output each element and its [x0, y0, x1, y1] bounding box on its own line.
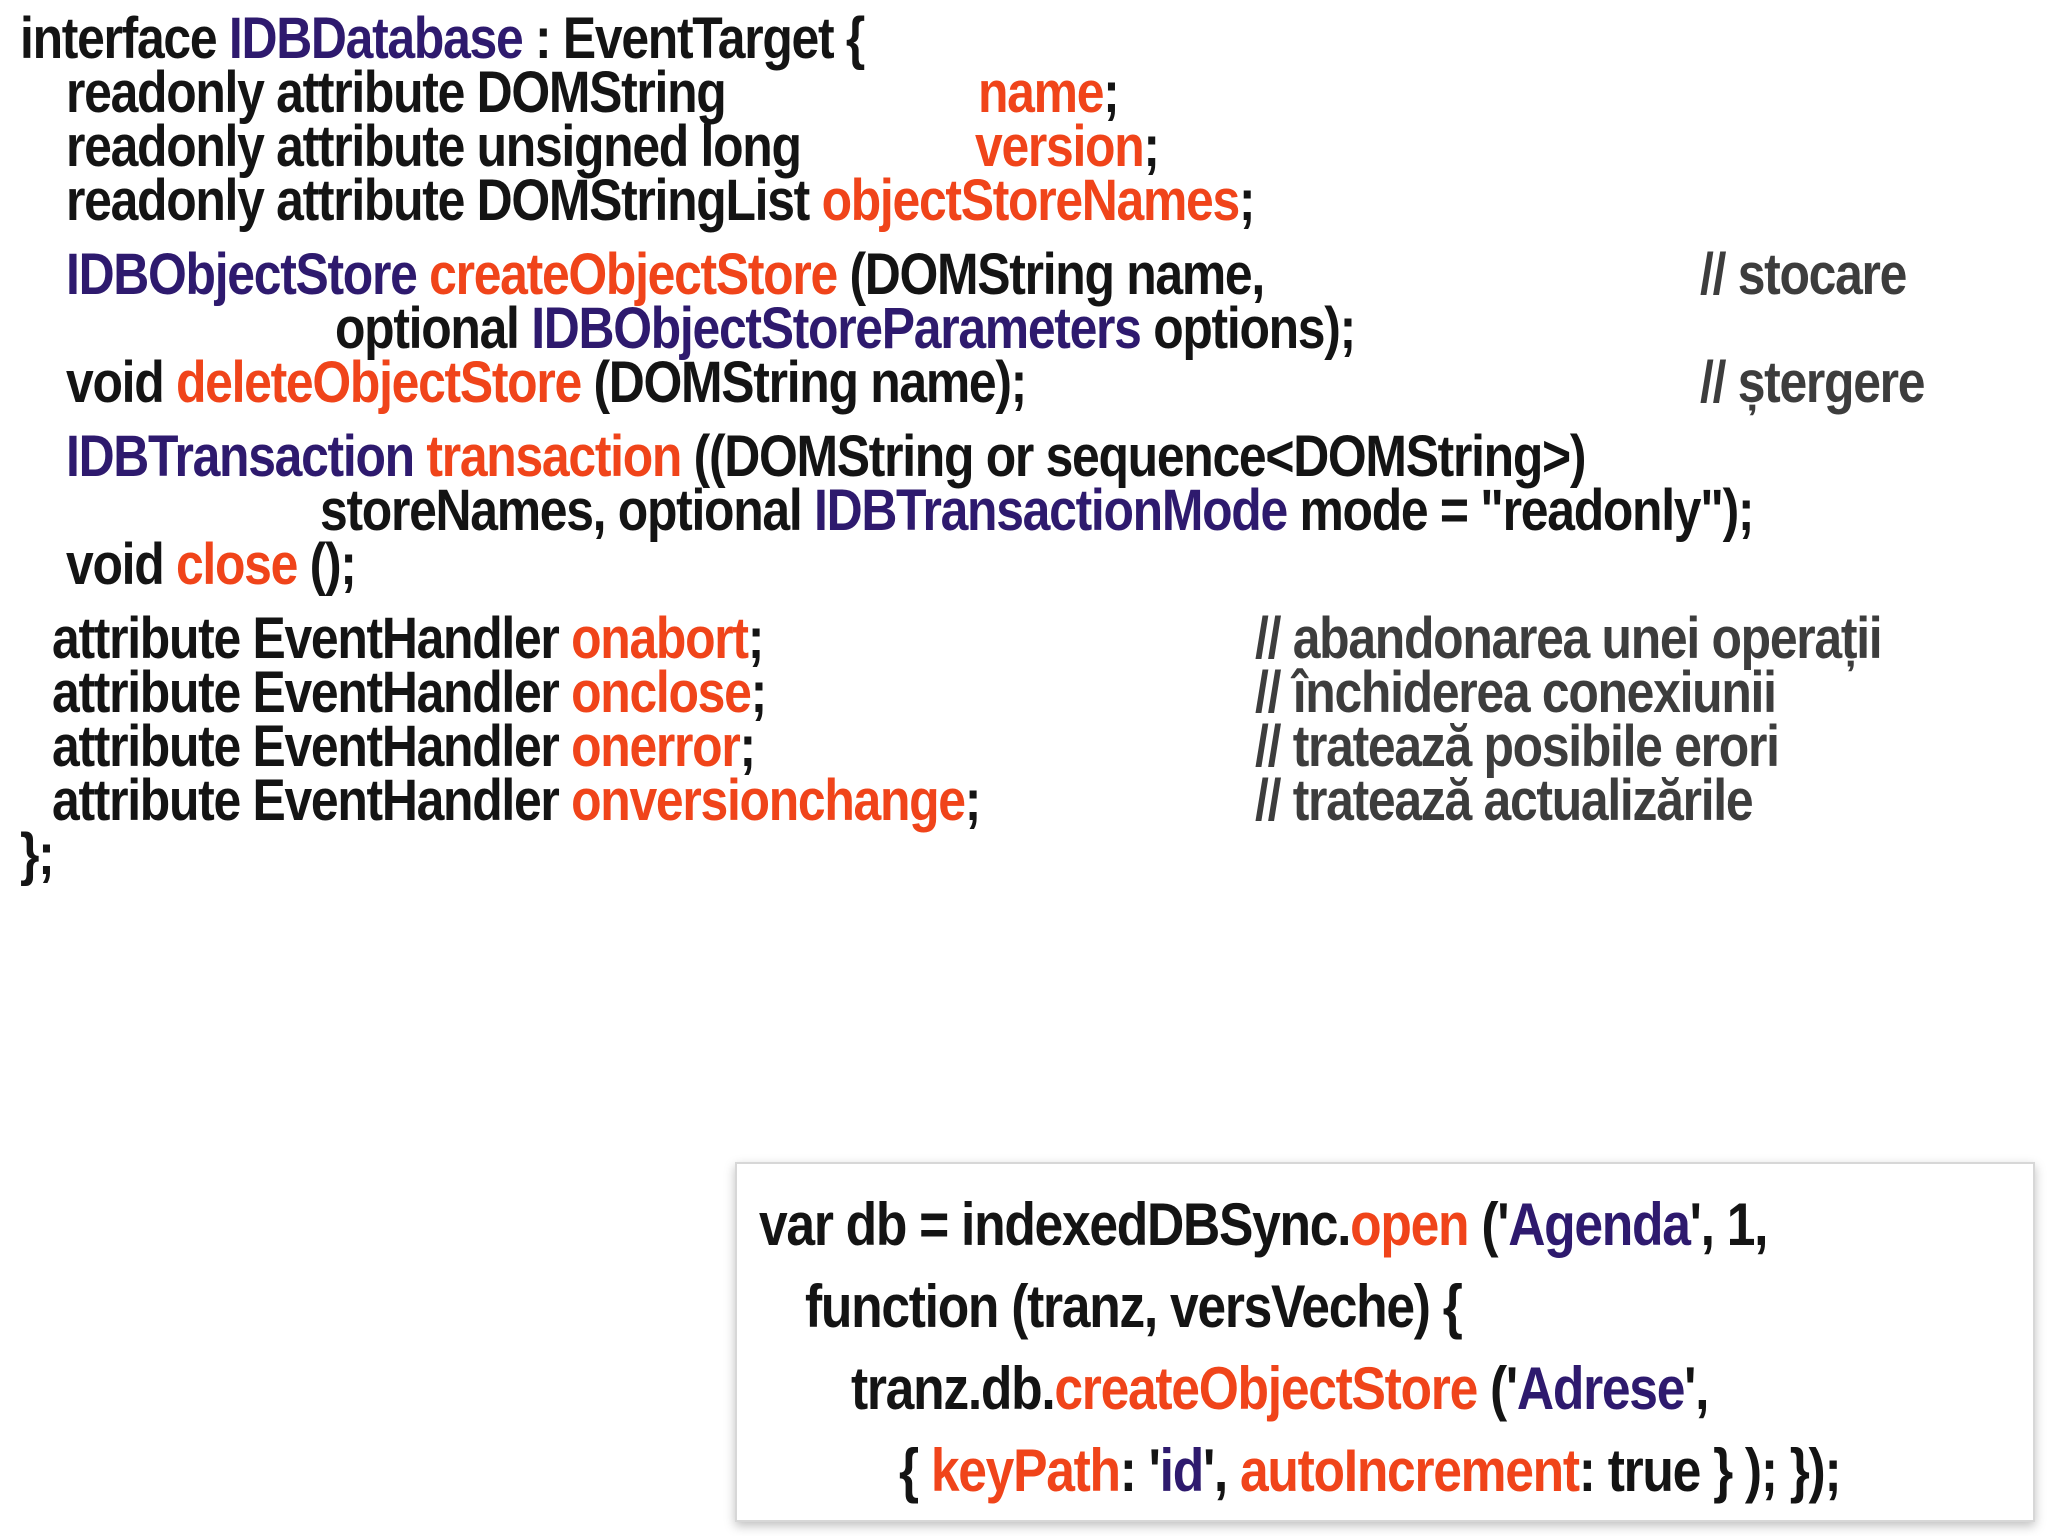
method-name: createObjectStore — [1054, 1355, 1478, 1422]
code-line: attribute EventHandler onversionchange; — [52, 766, 982, 836]
type-name: IDBObjectStoreParameters — [531, 296, 1142, 361]
idl-interface-listing: interface IDBDatabase : EventTarget { re… — [20, 4, 1926, 890]
code-line: readonly attribute unsigned long — [66, 112, 802, 182]
code-text: (' — [1476, 1355, 1518, 1422]
punctuation: ; — [1103, 60, 1120, 125]
member-name: onabort — [571, 606, 749, 671]
keyword: optional — [335, 296, 520, 361]
code-text: (' — [1468, 1191, 1509, 1258]
code-text: mode = "readonly"); — [1286, 478, 1754, 543]
keyword: void — [66, 532, 165, 597]
code-line: attribute EventHandler onclose; — [52, 658, 768, 728]
member-name: createObjectStore — [429, 242, 838, 307]
code-text: : EventTarget { — [522, 6, 865, 71]
code-line: tranz.db.createObjectStore ('Adrese', — [851, 1354, 1709, 1424]
code-text: function (tranz, versVeche) { — [805, 1273, 1463, 1340]
code-comment: // stocare — [1700, 240, 1907, 310]
code-text: var db = indexedDBSync. — [759, 1191, 1351, 1258]
code-line: attribute EventHandler onerror; — [52, 712, 756, 782]
property-name: keyPath — [930, 1437, 1121, 1504]
code-text: options); — [1140, 296, 1356, 361]
member-name: version — [975, 114, 1145, 179]
code-line-member: name; — [978, 58, 1120, 128]
keyword: attribute EventHandler — [52, 714, 560, 779]
code-line: void deleteObjectStore (DOMString name); — [66, 348, 1027, 418]
punctuation: ; — [750, 660, 768, 725]
code-comment: // tratează posibile erori — [1255, 712, 1780, 782]
code-text: ', 1, — [1689, 1191, 1769, 1258]
code-line: IDBTransaction transaction ((DOMString o… — [66, 422, 1587, 492]
string-literal: Agenda — [1508, 1191, 1691, 1258]
code-line: IDBObjectStore createObjectStore (DOMStr… — [66, 240, 1265, 310]
code-line: optional IDBObjectStoreParameters option… — [335, 294, 1356, 364]
punctuation: ; — [739, 714, 756, 779]
method-name: open — [1350, 1191, 1469, 1258]
comment-text: // tratează posibile erori — [1255, 714, 1780, 779]
code-text: (DOMString name, — [836, 242, 1265, 307]
member-name: onclose — [571, 660, 752, 725]
keyword: readonly attribute DOMString — [66, 60, 727, 125]
member-name: onerror — [571, 714, 741, 779]
code-example-box: var db = indexedDBSync.open ('Agenda', 1… — [735, 1162, 2035, 1522]
comment-text: // tratează actualizările — [1255, 768, 1754, 833]
code-line: { keyPath: 'id', autoIncrement: true } )… — [899, 1436, 1842, 1506]
keyword: void — [66, 350, 165, 415]
code-text: ', — [1684, 1355, 1709, 1422]
member-name: onversionchange — [571, 768, 966, 833]
punctuation: }; — [20, 822, 55, 887]
keyword: interface — [20, 6, 218, 71]
code-text: (); — [297, 532, 357, 597]
code-line: readonly attribute DOMStringList objectS… — [66, 166, 1256, 236]
property-name: autoIncrement — [1240, 1437, 1580, 1504]
keyword: attribute EventHandler — [52, 660, 560, 725]
type-name: IDBTransactionMode — [814, 478, 1288, 543]
code-line: var db = indexedDBSync.open ('Agenda', 1… — [759, 1190, 1769, 1260]
punctuation: ; — [1143, 114, 1160, 179]
code-line: void close (); — [66, 530, 357, 600]
code-line: attribute EventHandler onabort; — [52, 604, 765, 674]
comment-text: // abandonarea unei operații — [1255, 606, 1883, 671]
keyword: attribute EventHandler — [52, 768, 560, 833]
code-comment: // ștergere — [1700, 348, 1926, 418]
code-text: (DOMString name); — [580, 350, 1027, 415]
code-text: ((DOMString or sequence<DOMString>) — [681, 424, 1587, 489]
code-line: interface IDBDatabase : EventTarget { — [20, 4, 865, 74]
member-name: objectStoreNames — [821, 168, 1241, 233]
comment-text: // stocare — [1700, 242, 1907, 307]
type-name: IDBObjectStore — [66, 242, 418, 307]
code-comment: // închiderea conexiunii — [1255, 658, 1777, 728]
code-text: ', — [1202, 1437, 1241, 1504]
type-name: IDBTransaction — [66, 424, 415, 489]
code-line: function (tranz, versVeche) { — [805, 1272, 1463, 1342]
code-text: : ' — [1119, 1437, 1161, 1504]
code-comment: // abandonarea unei operații — [1255, 604, 1883, 674]
type-name: IDBDatabase — [228, 6, 524, 71]
member-name: name — [978, 60, 1104, 125]
keyword: attribute EventHandler — [52, 606, 560, 671]
comment-text: // ștergere — [1700, 350, 1926, 415]
member-name: transaction — [426, 424, 682, 489]
keyword: readonly attribute unsigned long — [66, 114, 802, 179]
code-text: tranz.db. — [851, 1355, 1056, 1422]
keyword: storeNames, optional — [320, 478, 803, 543]
code-comment: // tratează actualizările — [1255, 766, 1754, 836]
punctuation: ; — [1238, 168, 1256, 233]
comment-text: // închiderea conexiunii — [1255, 660, 1777, 725]
code-line: readonly attribute DOMString — [66, 58, 727, 128]
punctuation: ; — [964, 768, 982, 833]
code-text: : true } ); }); — [1578, 1437, 1842, 1504]
member-name: close — [175, 532, 298, 597]
code-text: { — [899, 1437, 931, 1504]
string-literal: id — [1159, 1437, 1205, 1504]
code-line: }; — [20, 820, 55, 890]
code-line: storeNames, optional IDBTransactionMode … — [320, 476, 1755, 546]
code-line-member: version; — [975, 112, 1160, 182]
member-name: deleteObjectStore — [175, 350, 582, 415]
keyword: readonly attribute DOMStringList — [66, 168, 810, 233]
punctuation: ; — [747, 606, 765, 671]
string-literal: Adrese — [1516, 1355, 1686, 1422]
